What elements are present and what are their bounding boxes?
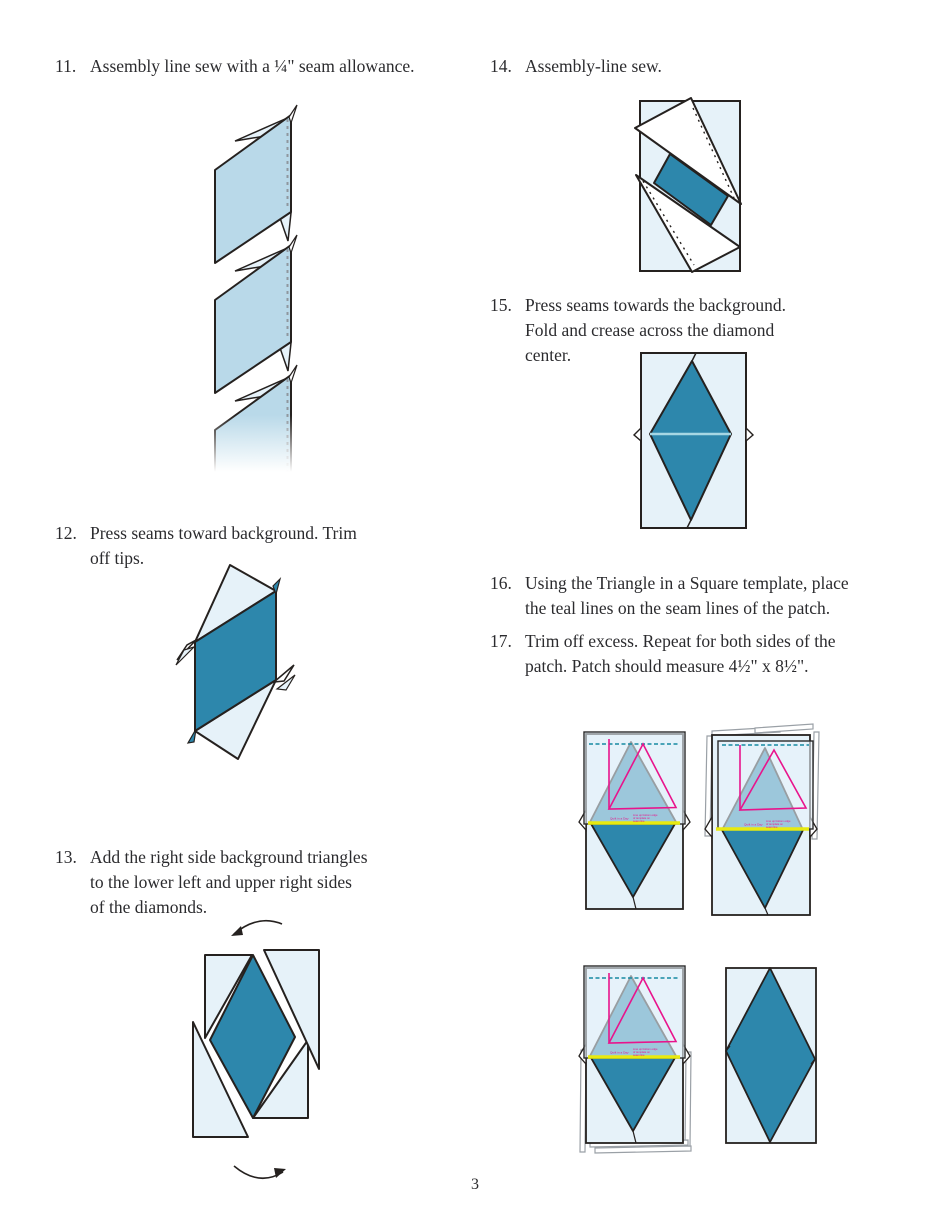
template-triangle	[607, 976, 678, 1044]
template-fine-print-3: seam line	[633, 819, 645, 823]
tip-top-right	[272, 576, 282, 596]
parallelogram-unit-1	[214, 104, 298, 264]
step-15-number: 15.	[490, 295, 512, 315]
notch-left	[632, 426, 642, 443]
tip-right-2	[275, 674, 296, 691]
parallelogram-unit-2	[214, 234, 298, 394]
step-11: 11. Assembly line sew with a ¼" seam all…	[55, 54, 525, 79]
step-15-text: Press seams towards the background. Fold…	[525, 295, 786, 365]
loose-triangle-bottom-left	[192, 1021, 249, 1138]
attached-triangle-top-left	[204, 954, 253, 1039]
step-15: 15. Press seams towards the background. …	[490, 293, 930, 368]
loose-triangle-top-right	[263, 949, 320, 1070]
step-13-number: 13.	[55, 847, 77, 867]
template-fine-print-2: of template on	[633, 816, 651, 820]
diagram-step12-press-trim-tips	[175, 564, 296, 760]
diagram-step11-chain-sewing	[183, 104, 383, 478]
step-16: 16. Using the Triangle in a Square templ…	[490, 571, 935, 621]
trim-strip-bottom-2	[594, 1145, 692, 1154]
fade-out	[183, 415, 383, 478]
template-overlay	[583, 731, 686, 825]
trim-strip-top-2	[754, 723, 814, 734]
tip-left-2	[175, 646, 195, 666]
attached-triangle-bottom-right	[252, 1039, 309, 1119]
template-fine-print-3: seam line	[766, 825, 778, 829]
template-brand-text: Quilt in a Day	[610, 817, 629, 821]
rotate-arrow-top-icon	[231, 919, 283, 936]
step-14: 14. Assembly-line sew.	[490, 54, 930, 79]
seam-jog-left	[725, 1045, 731, 1052]
template-triangle	[607, 742, 678, 810]
template-brand-text: Quilt in a Day	[610, 1051, 629, 1055]
seam-jog-bottom	[632, 896, 637, 910]
rotate-arrow-bottom-icon	[233, 1165, 286, 1179]
diamond	[725, 967, 816, 1143]
template-fine-print-2: of template on	[633, 1050, 651, 1054]
diagram-template-placed: Quilt in a Day Line up bottom edge of te…	[578, 731, 691, 910]
step-12-number: 12.	[55, 523, 77, 543]
template-fine-print-3: seam line	[633, 1053, 645, 1057]
template-overlay	[583, 965, 686, 1059]
seam-jog-bottom	[686, 519, 692, 529]
template-fine-print-1: Line up bottom edge	[766, 819, 791, 823]
diagram-trim-bottom-excess: Quilt in a Day Line up bottom edge of te…	[578, 965, 692, 1154]
step-14-text: Assembly-line sew.	[525, 56, 662, 76]
trim-strip-left	[704, 735, 713, 837]
trim-strip-right	[684, 1051, 692, 1148]
step-16-number: 16.	[490, 573, 512, 593]
diagram-step14-assembly-line-sew	[634, 97, 742, 273]
page-number: 3	[471, 1176, 479, 1193]
step-13-text: Add the right side background triangles …	[90, 847, 368, 917]
template-fine-print-2: of template on	[766, 822, 784, 826]
step-13: 13. Add the right side background triang…	[55, 845, 475, 920]
step-12: 12. Press seams toward background. Trim …	[55, 521, 475, 571]
seam-jog-bottom	[764, 907, 769, 916]
folded-triangle-bottom	[635, 174, 741, 273]
diagram-trim-top-excess: Quilt in a Day Line up bottom edge of te…	[704, 723, 820, 916]
template-fine-print-1: Line up bottom edge	[633, 1047, 658, 1051]
tip-right-1	[271, 664, 295, 683]
step-17-number: 17.	[490, 631, 512, 651]
tip-bottom-left	[186, 728, 197, 744]
step-12-text: Press seams toward background. Trim off …	[90, 523, 357, 568]
step-14-number: 14.	[490, 56, 512, 76]
template-triangle	[738, 748, 808, 811]
diagram-finished-patch	[725, 967, 817, 1144]
seam-jog-bottom	[632, 1130, 637, 1144]
trim-strip-left	[579, 1049, 587, 1153]
template-fine-print-1: Line up bottom edge	[633, 813, 658, 817]
template-brand-text: Quilt in a Day	[744, 823, 763, 827]
step-16-text: Using the Triangle in a Square template,…	[525, 573, 849, 618]
step-11-text: Assembly line sew with a ¼" seam allowan…	[90, 56, 415, 76]
notch-left	[704, 814, 713, 839]
step-17-text: Trim off excess. Repeat for both sides o…	[525, 631, 836, 676]
diamond-parallelogram	[653, 153, 729, 226]
template-overlay	[717, 740, 814, 830]
step-11-number: 11.	[55, 56, 77, 76]
seam-jog-right	[810, 1058, 816, 1065]
diamond	[209, 954, 296, 1119]
diagram-step13-add-side-triangles	[192, 919, 320, 1179]
seam-jog-top	[691, 352, 697, 362]
diagram-step15-crease-patch	[632, 352, 755, 529]
step-17: 17. Trim off excess. Repeat for both sid…	[490, 629, 935, 679]
notch-right	[745, 426, 755, 443]
